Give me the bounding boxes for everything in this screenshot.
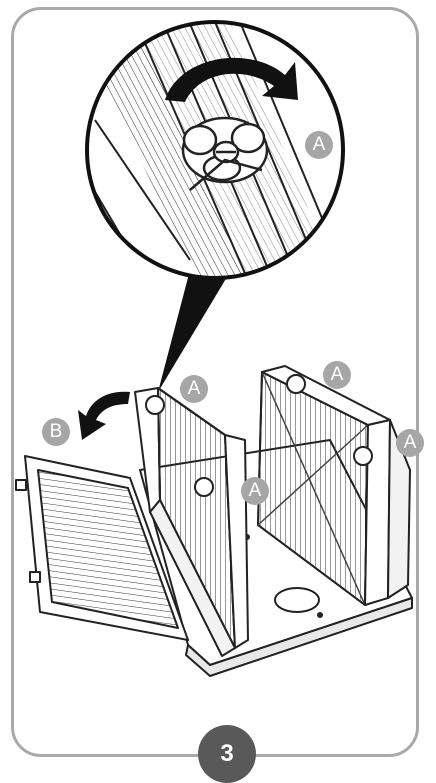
magnifier-pointer bbox=[158, 262, 236, 392]
right-filter bbox=[257, 365, 411, 606]
magnified-detail bbox=[87, 22, 343, 278]
callout-a-right-top-clip: A bbox=[323, 361, 351, 389]
callout-a-magnified: A bbox=[305, 131, 333, 159]
callout-b: B bbox=[42, 418, 70, 446]
callout-a-center-clip: A bbox=[241, 477, 269, 505]
callout-a-left-clip: A bbox=[180, 375, 208, 403]
step-number-badge: 3 bbox=[198, 725, 256, 783]
magnifier-circle bbox=[85, 20, 345, 280]
clip-knob bbox=[181, 116, 269, 191]
removed-filter bbox=[15, 455, 189, 641]
center-filter bbox=[134, 387, 249, 657]
swing-arrow-icon bbox=[78, 391, 130, 440]
callout-a-right-side-clip: A bbox=[396, 429, 424, 457]
rotate-arrow-icon bbox=[165, 57, 298, 102]
